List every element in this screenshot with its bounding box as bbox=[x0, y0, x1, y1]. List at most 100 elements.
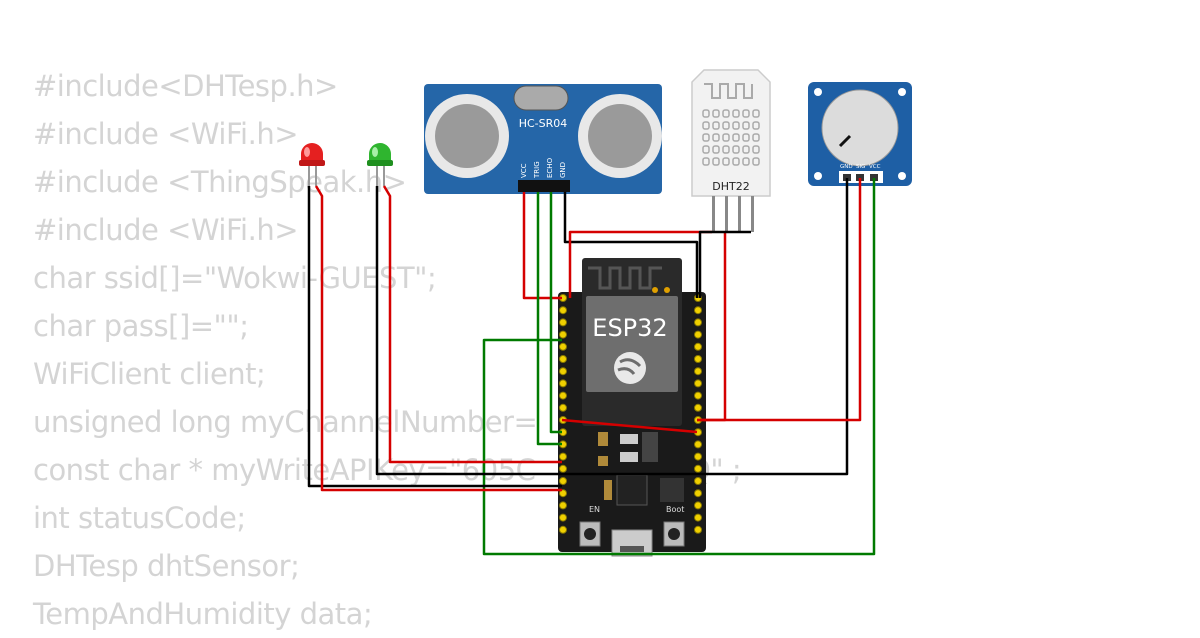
micro-usb-port bbox=[611, 529, 653, 557]
header-pin[interactable] bbox=[694, 306, 702, 315]
left-pin-header bbox=[559, 294, 567, 534]
header-pin[interactable] bbox=[559, 306, 567, 315]
code-line: #include <ThingSpeak.h> bbox=[33, 165, 407, 199]
potentiometer[interactable]: GND SIG VCC bbox=[808, 82, 912, 186]
header-pin[interactable] bbox=[694, 513, 702, 522]
wire-led-red-anode bbox=[314, 185, 562, 492]
header-pin[interactable] bbox=[694, 379, 702, 388]
header-pin[interactable] bbox=[559, 330, 567, 339]
hc-sr04-sensor[interactable]: HC-SR04 VCC TRIG ECHO GND bbox=[424, 84, 662, 194]
vent-slot bbox=[742, 157, 750, 166]
pin-label-vcc: VCC bbox=[520, 163, 528, 178]
vent-slot bbox=[702, 145, 710, 154]
header-pin[interactable] bbox=[694, 355, 702, 363]
header-pin[interactable] bbox=[694, 525, 702, 534]
header-pin[interactable] bbox=[559, 379, 567, 388]
vent-slot bbox=[752, 121, 760, 130]
espressif-logo-icon bbox=[614, 352, 646, 384]
header-pin[interactable] bbox=[559, 355, 567, 363]
vent-slot bbox=[702, 157, 710, 166]
en-label: EN bbox=[589, 505, 600, 514]
vent-slot bbox=[742, 121, 750, 130]
header-pin[interactable] bbox=[694, 489, 702, 498]
vent-slot bbox=[752, 145, 760, 154]
header-pin[interactable] bbox=[694, 367, 702, 376]
vent-slot bbox=[732, 145, 740, 154]
vent-slot bbox=[732, 121, 740, 130]
header-pin[interactable] bbox=[694, 342, 702, 351]
wire-pot-sig bbox=[697, 178, 862, 422]
code-line: char pass[]=""; bbox=[33, 309, 249, 343]
header-pin[interactable] bbox=[694, 440, 702, 449]
header-pin[interactable] bbox=[694, 464, 702, 473]
header-pin[interactable] bbox=[694, 403, 702, 412]
vent-slot bbox=[712, 133, 720, 142]
wire-extra-red bbox=[561, 418, 698, 434]
potentiometer-knob[interactable] bbox=[821, 89, 899, 167]
vent-slot bbox=[722, 109, 730, 118]
header-pin[interactable] bbox=[559, 391, 567, 400]
dht22-label: DHT22 bbox=[712, 180, 749, 193]
code-line: char ssid[]="Wokwi-GUEST"; bbox=[33, 261, 437, 295]
header-pin[interactable] bbox=[694, 330, 702, 339]
wire-ultrasonic-gnd bbox=[563, 192, 699, 298]
header-pin[interactable] bbox=[694, 318, 702, 327]
vent-slot bbox=[752, 157, 760, 166]
header-pin[interactable] bbox=[559, 318, 567, 327]
wire-led-green-anode bbox=[382, 185, 562, 464]
vent-slot bbox=[712, 157, 720, 166]
header-pin[interactable] bbox=[559, 452, 567, 461]
header-pin[interactable] bbox=[559, 513, 567, 522]
led-red[interactable] bbox=[299, 143, 325, 186]
boot-label: Boot bbox=[666, 505, 684, 514]
code-line: #include <WiFi.h> bbox=[33, 117, 299, 151]
header-pin[interactable] bbox=[694, 501, 702, 510]
vent-slot bbox=[742, 145, 750, 154]
vent-slot bbox=[712, 145, 720, 154]
vent-slot bbox=[722, 145, 730, 154]
pot-pin-gnd: GND bbox=[840, 164, 853, 170]
knob-indicator bbox=[838, 134, 852, 148]
dht22-sensor[interactable]: DHT22 bbox=[691, 69, 771, 232]
usb-chip bbox=[616, 474, 648, 506]
esp32-label: ESP32 bbox=[592, 314, 667, 342]
vent-slot bbox=[732, 133, 740, 142]
header-pin[interactable] bbox=[559, 489, 567, 498]
header-pin[interactable] bbox=[559, 367, 567, 376]
module-shield bbox=[586, 296, 678, 392]
pot-pin-sig: SIG bbox=[856, 164, 865, 170]
wire-led-red-cathode bbox=[307, 186, 562, 488]
header-pin[interactable] bbox=[559, 342, 567, 351]
header-pin[interactable] bbox=[559, 464, 567, 473]
header-pin[interactable] bbox=[559, 525, 567, 534]
led-green[interactable] bbox=[367, 143, 393, 186]
esp32-board[interactable]: ESP32 EN Boot bbox=[558, 258, 706, 557]
vent-slot bbox=[752, 109, 760, 118]
header-pin[interactable] bbox=[694, 391, 702, 400]
header-pin[interactable] bbox=[694, 477, 702, 485]
header-pin[interactable] bbox=[559, 477, 567, 485]
vent-slot bbox=[722, 133, 730, 142]
ultrasonic-pin-header bbox=[518, 180, 570, 192]
wire-pot-vcc bbox=[482, 178, 876, 556]
code-line: #include <WiFi.h> bbox=[33, 213, 299, 247]
dht-vent-grid bbox=[702, 109, 760, 166]
pin-label-gnd: GND bbox=[559, 162, 567, 178]
wire-ultrasonic-echo bbox=[549, 192, 562, 434]
header-pin[interactable] bbox=[559, 501, 567, 510]
code-line: WiFiClient client; bbox=[33, 357, 266, 391]
header-pin[interactable] bbox=[694, 452, 702, 461]
vent-slot bbox=[732, 157, 740, 166]
vent-slot bbox=[722, 121, 730, 130]
header-pin[interactable] bbox=[559, 403, 567, 412]
wire-pot-gnd bbox=[562, 178, 849, 476]
vent-slot bbox=[742, 109, 750, 118]
antenna-trace bbox=[588, 266, 662, 290]
code-line: int statusCode; bbox=[33, 501, 246, 535]
vent-slot bbox=[712, 109, 720, 118]
crystal bbox=[513, 85, 569, 111]
vent-slot bbox=[752, 133, 760, 142]
vent-slot bbox=[722, 157, 730, 166]
wire-ultrasonic-vcc bbox=[522, 192, 562, 300]
